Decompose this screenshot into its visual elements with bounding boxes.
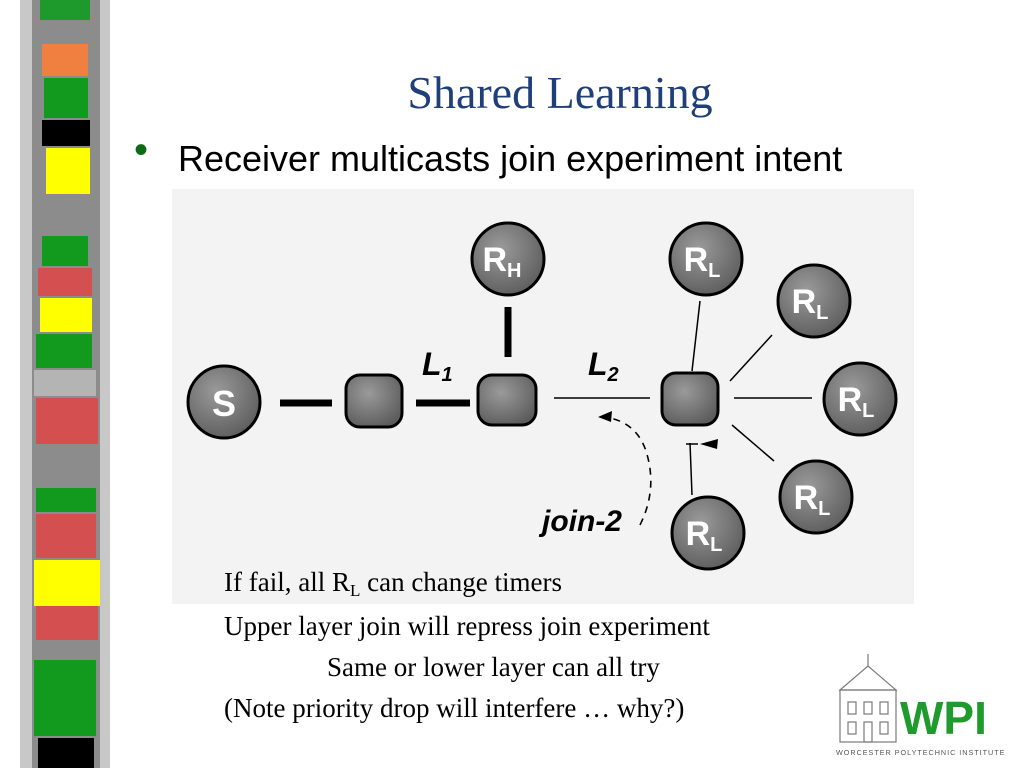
receiver-low-label-upper: RL: [792, 283, 829, 324]
router-node-3: [660, 371, 720, 427]
receiver-low-node-top: [668, 221, 744, 297]
receiver-high-node: [470, 221, 546, 297]
join-message-label: join-2: [538, 505, 622, 538]
link-router3-rl-bottom: [689, 442, 693, 496]
source-node-label: S: [212, 383, 236, 424]
router-node-1: [344, 373, 404, 429]
note-line-3: Same or lower layer can all try: [327, 652, 660, 682]
logo-tagline: WORCESTER POLYTECHNIC INSTITUTE: [836, 748, 1005, 757]
join-arrow-right-icon: [700, 439, 718, 449]
note-line-4: (Note priority drop will interfere … why…: [224, 693, 685, 723]
slide-title: Shared Learning: [407, 67, 713, 118]
note-line-1: If fail, all RL can change timers: [224, 567, 563, 600]
notes-block: If fail, all RL can change timers Upper …: [224, 562, 864, 729]
receiver-high-label: RH: [482, 241, 521, 282]
receiver-low-node-lower: [778, 459, 854, 535]
bullet-dot-icon: •: [134, 128, 149, 172]
logo-wordmark: WPI: [900, 692, 987, 744]
wpi-logo: WPI WORCESTER POLYTECHNIC INSTITUTE: [836, 654, 1005, 757]
join-arrow-left-icon: [598, 411, 612, 422]
link-router3-rl-lower: [731, 424, 775, 462]
receiver-low-node-bottom: [670, 495, 746, 571]
link-router3-rl-upper: [729, 334, 773, 382]
receiver-low-label-right: RL: [838, 381, 875, 422]
bullet-text: Receiver multicasts join experiment inte…: [178, 138, 843, 179]
link-router3-rl-top: [691, 300, 701, 372]
receiver-low-node-right: [822, 361, 898, 437]
receiver-low-node-upper: [776, 263, 852, 339]
router-node-2: [476, 373, 538, 427]
receiver-low-label-lower: RL: [794, 479, 831, 520]
receiver-low-label-top: RL: [684, 241, 721, 282]
network-diagram: S RH RL RL RL RL RL L1 L2 join-2: [172, 189, 914, 604]
source-node: [186, 364, 262, 440]
building-icon: [838, 654, 898, 743]
decorative-sidebar-strip: [20, 0, 110, 768]
link-label-l2: L2: [588, 346, 619, 386]
link-label-l1: L1: [422, 346, 453, 386]
receiver-low-label-bottom: RL: [686, 515, 723, 556]
note-line-2: Upper layer join will repress join exper…: [224, 611, 710, 641]
